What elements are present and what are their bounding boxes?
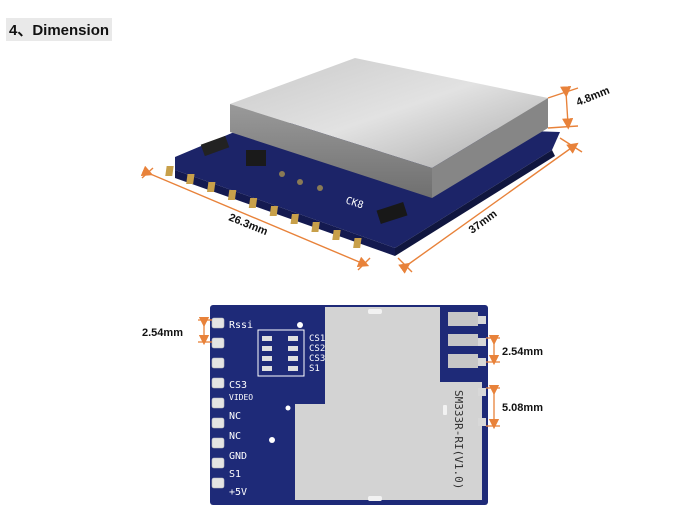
pin-label-cs3: CS3 — [229, 380, 247, 391]
jumper-label-s1: S1 — [309, 364, 320, 374]
pitch-label-left: 2.54mm — [142, 327, 183, 339]
pin-label-nc-1: NC — [229, 411, 241, 422]
pin-label-nc-2: NC — [229, 431, 241, 442]
dimension-lines-top — [140, 86, 583, 274]
pin-label-video: VIDEO — [229, 393, 253, 402]
pin-label-s1: S1 — [229, 469, 241, 480]
gap-label-right: 5.08mm — [502, 402, 543, 414]
jumper-label-cs1: CS1 — [309, 334, 325, 344]
pin-label-rssi: Rssi — [229, 320, 253, 331]
jumper-label-cs2: CS2 — [309, 344, 325, 354]
module-bottom-view: Rssi CS3 VIDEO NC NC GND S1 +5V CS1 CS2 … — [210, 305, 488, 505]
shield-can-top — [230, 58, 548, 168]
height-label: 4.8mm — [575, 85, 612, 109]
jumper-block — [257, 329, 305, 377]
pin-label-gnd: GND — [229, 451, 247, 462]
pitch-label-right: 2.54mm — [502, 346, 543, 358]
model-marking: SM333R-RI(V1.0) — [452, 390, 465, 489]
shield-footprint — [295, 307, 482, 500]
jumper-label-cs3: CS3 — [309, 354, 325, 364]
left-pads — [211, 317, 225, 489]
section-heading: 4、Dimension — [6, 18, 113, 41]
pin-label-5v: +5V — [229, 487, 247, 498]
module-3d-view: CK8 — [165, 58, 560, 256]
dimension-lines-bottom — [198, 316, 500, 430]
width-label: 37mm — [467, 208, 500, 237]
